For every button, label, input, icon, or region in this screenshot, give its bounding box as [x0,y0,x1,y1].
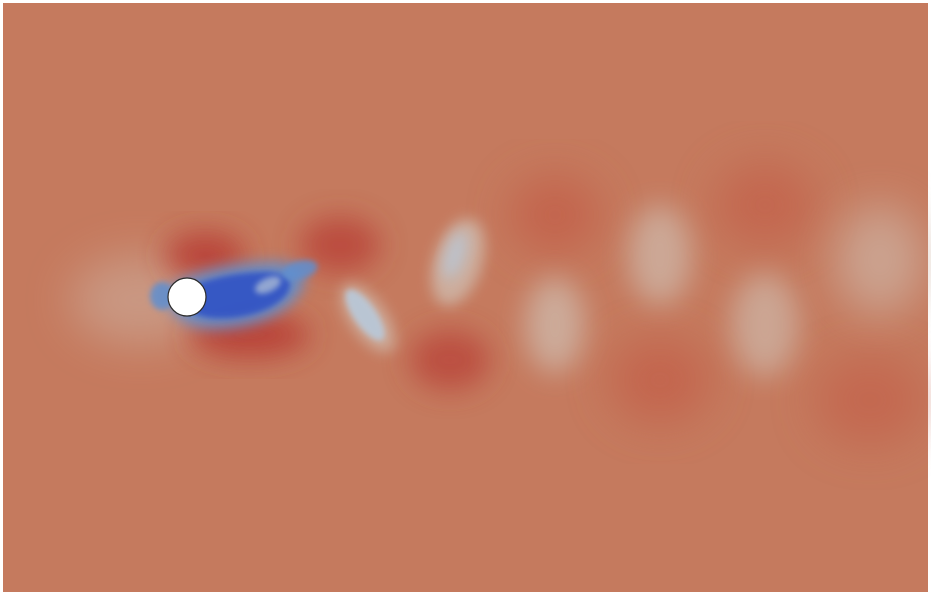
vortex-street [70,163,925,445]
cylinder-obstacle [167,277,207,317]
upper-light-vortex-2 [628,205,692,305]
upper-shear-layer [165,233,245,277]
upper-light-vortex-3 [835,205,925,315]
lower-light-vortex-2 [731,273,799,377]
upper-red-vortex-3 [715,163,815,247]
lower-red-vortex-3 [815,355,925,445]
stagnation-region [150,282,174,310]
lower-light-vortex-1 [525,277,585,373]
upstream-halo [70,255,210,345]
upper-red-vortex-2 [510,177,600,253]
near-wake-streak [254,276,282,294]
lower-red-vortex-1 [410,330,490,390]
upper-blue-core-1 [442,231,468,279]
lower-red-vortex-2 [610,338,710,422]
upper-red-vortex-1 [300,217,380,273]
wake-tip [282,260,318,280]
shed-vortex-core [345,289,385,341]
